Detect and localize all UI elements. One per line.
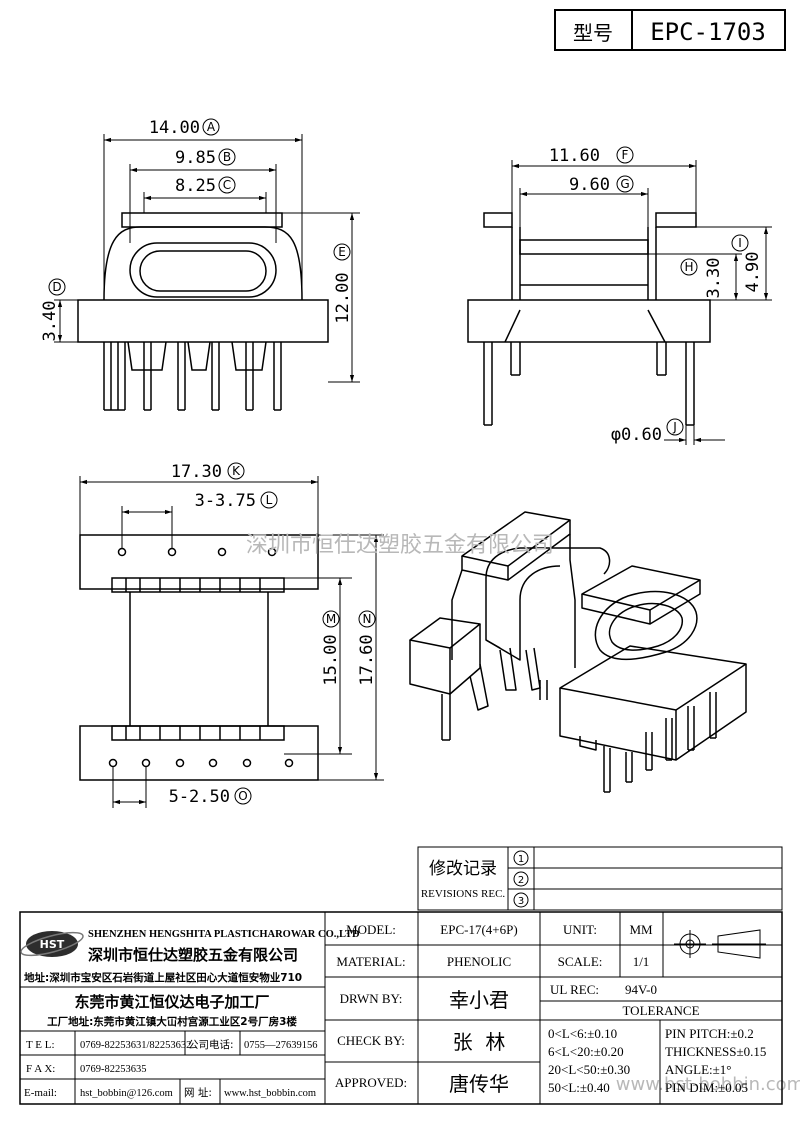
dim-b-value: 9.85: [175, 148, 216, 168]
bottom-view-dimensions: [79, 476, 384, 808]
tolerance-title: TOLERANCE: [622, 1003, 699, 1018]
dim-m-letter: M: [326, 612, 336, 626]
email-value: hst_bobbin@126.com: [80, 1088, 173, 1099]
spec-check-label: CHECK BY:: [337, 1033, 405, 1048]
dim-l-letter: L: [266, 493, 273, 507]
dim-c-value: 8.25: [175, 176, 216, 196]
pin-pitch-tolerance: PIN PITCH:±0.2: [665, 1026, 754, 1041]
spec-scale-label: SCALE:: [558, 954, 603, 969]
spec-unit-value: MM: [629, 922, 653, 937]
spec-check-value: 张 林: [453, 1030, 506, 1054]
model-label: 型号: [573, 21, 613, 45]
dim-e-value: 12.00: [333, 272, 353, 323]
spec-drawn-value: 幸小君: [449, 988, 509, 1012]
dim-h-value: 3.30: [704, 258, 724, 299]
dim-k-letter: K: [232, 464, 241, 478]
tolerance-range-3: 20<L<50:±0.30: [548, 1062, 630, 1077]
tolerance-range-2: 6<L<20:±0.20: [548, 1044, 624, 1059]
factory-address: 工厂地址:东莞市黄江镇大冚村宫源工业区2号厂房3楼: [47, 1015, 297, 1028]
spec-approved-label: APPROVED:: [335, 1075, 407, 1090]
tel-value: 0769-82253631/82253632: [80, 1040, 191, 1051]
dim-e-letter: E: [338, 245, 346, 259]
spec-model-value: EPC-17(4+6P): [440, 922, 517, 937]
angle-tolerance: ANGLE:±1°: [665, 1062, 732, 1077]
dim-l-value: 3-3.75: [195, 491, 256, 511]
dim-o-letter: O: [238, 789, 247, 803]
company-address: 地址:深圳市宝安区石岩街道上屋社区田心大道恒安物业710: [24, 971, 302, 984]
web-value: www.hst_bobbin.com: [224, 1088, 316, 1099]
spec-material-label: MATERIAL:: [336, 954, 405, 969]
dim-o-value: 5-2.50: [169, 787, 230, 807]
spec-unit-label: UNIT:: [563, 922, 597, 937]
front-view: [77, 212, 329, 411]
dim-c-letter: C: [223, 178, 231, 192]
company-tel-label: 公司电话:: [188, 1038, 234, 1051]
dim-i-letter: I: [738, 236, 742, 250]
dim-f-letter: F: [622, 148, 629, 162]
revisions-title: 修改记录: [429, 859, 497, 879]
model-value: EPC-1703: [650, 18, 766, 46]
thickness-tolerance: THICKNESS±0.15: [665, 1044, 766, 1059]
spec-scale-value: 1/1: [633, 954, 650, 969]
company-logo: HST: [20, 931, 84, 957]
dim-i-value: 4.90: [743, 252, 763, 293]
revision-row-2: 2: [518, 875, 524, 886]
spec-ul-value: 94V-0: [625, 982, 657, 997]
isometric-view: [409, 511, 747, 793]
dim-f-value: 11.60: [549, 146, 600, 166]
pin-dim-tolerance: PIN DIM:±0.05: [665, 1080, 748, 1095]
spec-material-value: PHENOLIC: [447, 954, 511, 969]
spec-drawn-label: DRWN BY:: [340, 991, 403, 1006]
fax-label: F A X:: [26, 1063, 55, 1075]
spec-ul-label: UL REC:: [550, 982, 599, 997]
logo-text: HST: [40, 938, 65, 951]
revisions-box: [417, 846, 783, 911]
dim-d-value: 3.40: [40, 301, 60, 342]
fax-value: 0769-82253635: [80, 1064, 147, 1075]
tolerance-range-4: 50<L:±0.40: [548, 1080, 610, 1095]
web-label: 网 址:: [184, 1086, 212, 1099]
dim-g-letter: G: [620, 177, 629, 191]
dim-b-letter: B: [223, 150, 231, 164]
front-view-dimensions: [54, 134, 360, 383]
revision-row-3: 3: [518, 896, 524, 907]
projection-symbol-icon: [674, 929, 766, 959]
dim-g-value: 9.60: [569, 175, 610, 195]
title-block: [19, 911, 783, 1105]
dim-j-value: φ0.60: [611, 425, 662, 445]
revision-row-1: 1: [518, 854, 524, 865]
spec-approved-value: 唐传华: [449, 1072, 509, 1096]
company-name-en: SHENZHEN HENGSHITA PLASTICHAROWAR CO.,LT…: [88, 929, 360, 940]
side-view-dimensions: [511, 160, 772, 445]
side-view: [467, 212, 711, 426]
tel-label: T E L:: [26, 1039, 55, 1051]
tolerance-range-1: 0<L<6:±0.10: [548, 1026, 617, 1041]
watermark-website: www.hst-bobbin.com: [616, 1074, 800, 1095]
bottom-view: [79, 534, 319, 781]
dim-m-value: 15.00: [321, 634, 341, 685]
header-box: 型号 EPC-1703: [554, 9, 786, 51]
dim-a-value: 14.00: [149, 118, 200, 138]
factory-name: 东莞市黄江恒仪达电子加工厂: [74, 993, 269, 1011]
dim-h-letter: H: [684, 260, 693, 274]
dim-d-letter: D: [52, 280, 61, 294]
dim-j-letter: J: [672, 420, 677, 434]
dim-n-letter: N: [363, 612, 372, 626]
dim-a-letter: A: [207, 120, 216, 134]
watermark-company: 深圳市恒仕达塑胶五金有限公司: [246, 533, 554, 558]
dim-n-value: 17.60: [357, 634, 377, 685]
dim-k-value: 17.30: [171, 462, 222, 482]
company-tel-value: 0755—27639156: [244, 1040, 318, 1051]
email-label: E-mail:: [24, 1087, 57, 1099]
revisions-subtitle: REVISIONS REC.: [421, 888, 506, 900]
spec-model-label: MODEL:: [346, 922, 396, 937]
company-name-cn: 深圳市恒仕达塑胶五金有限公司: [88, 946, 298, 964]
